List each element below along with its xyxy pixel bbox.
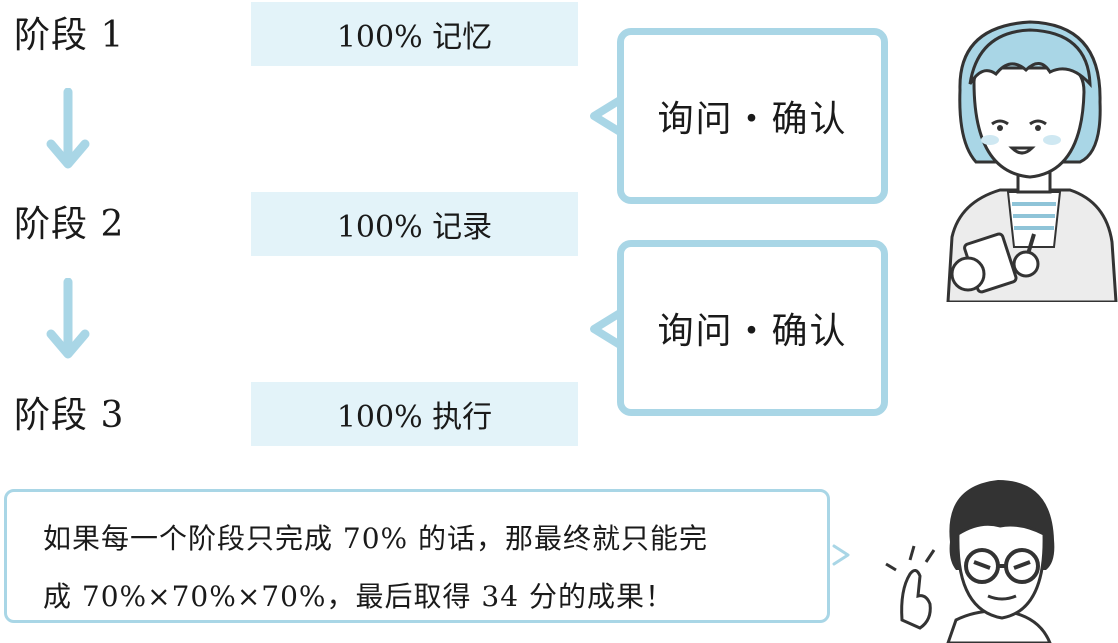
confirm-box-2-label: 询问・确认 xyxy=(657,302,847,354)
stage-2-content: 100% 记录 xyxy=(337,202,492,246)
speech-bubble: 如果每一个阶段只完成 70% 的话，那最终就只能完 成 70%×70%×70%，… xyxy=(4,489,830,623)
stage-1-box: 100% 记忆 xyxy=(251,2,578,66)
down-arrow-icon xyxy=(44,278,92,362)
man-with-glasses-illustration xyxy=(880,470,1080,643)
bubble-tail-icon xyxy=(830,540,854,570)
stage-3-box: 100% 执行 xyxy=(251,382,578,446)
stage-2-label: 阶段 2 xyxy=(14,205,124,245)
stage-1-content: 100% 记忆 xyxy=(337,12,492,56)
left-chevron-icon xyxy=(586,307,626,351)
woman-taking-notes-illustration xyxy=(930,12,1118,302)
stage-3-content: 100% 执行 xyxy=(337,392,492,436)
confirm-box-2: 询问・确认 xyxy=(617,240,888,416)
stage-3-label: 阶段 3 xyxy=(14,396,124,436)
stage-1-label: 阶段 1 xyxy=(14,16,124,56)
speech-bubble-line-1: 如果每一个阶段只完成 70% 的话，那最终就只能完 xyxy=(43,510,791,568)
speech-bubble-line-2: 成 70%×70%×70%，最后取得 34 分的成果！ xyxy=(43,568,791,626)
down-arrow-icon xyxy=(44,88,92,172)
stage-2-box: 100% 记录 xyxy=(251,192,578,256)
confirm-box-1-label: 询问・确认 xyxy=(657,90,847,142)
left-chevron-icon xyxy=(586,94,626,138)
confirm-box-1: 询问・确认 xyxy=(617,28,888,204)
